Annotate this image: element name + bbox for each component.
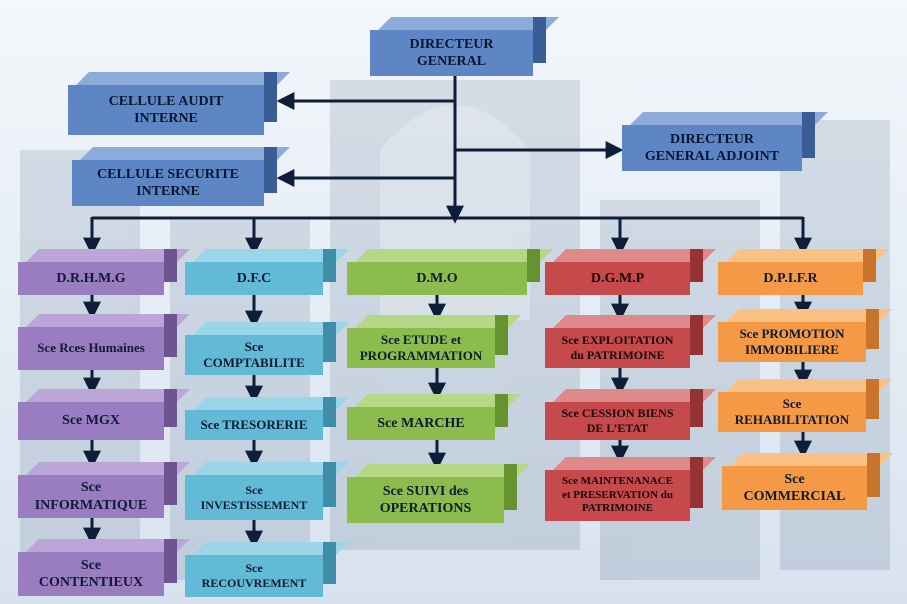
division-drhmg: D.R.H.M.G — [18, 249, 177, 295]
service-mgx: Sce MGX — [18, 389, 177, 440]
service-tresorerie: Sce TRESORERIE — [185, 397, 336, 440]
division-dfc: D.F.C — [185, 249, 336, 295]
service-rces-humaines: Sce Rces Humaines — [18, 314, 177, 370]
division-dgmp: D.G.M.P — [545, 249, 703, 295]
division-dmo: D.M.O — [347, 249, 540, 295]
division-dpifr: D.P.I.F.R — [718, 249, 876, 295]
service-marche: Sce MARCHE — [347, 394, 508, 440]
